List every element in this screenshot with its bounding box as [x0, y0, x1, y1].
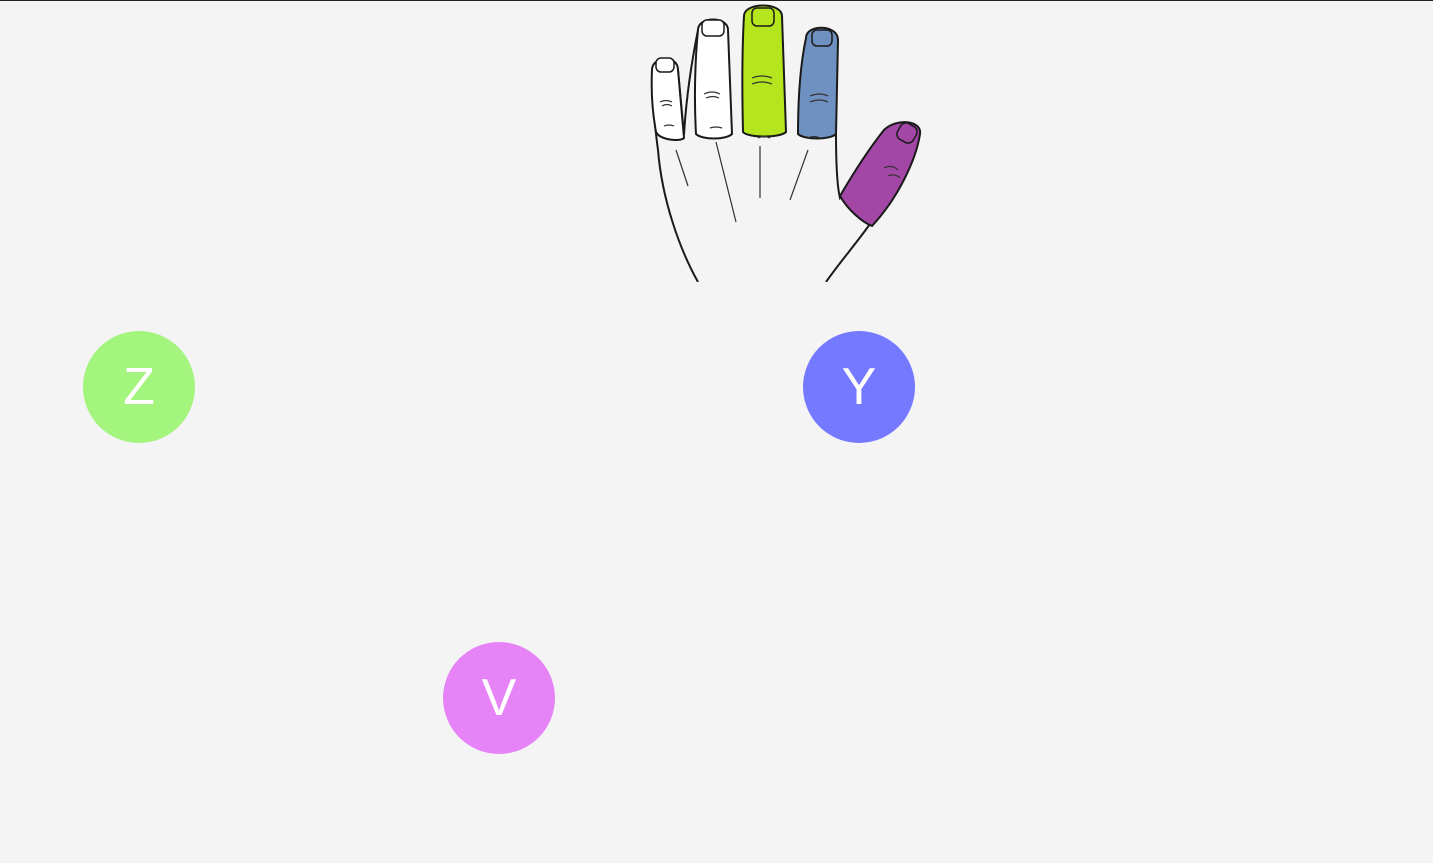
index-nail — [811, 29, 833, 47]
key-circle-v[interactable]: V — [443, 642, 555, 754]
palm-lines — [675, 141, 809, 223]
knuckle-creases — [659, 75, 901, 179]
index-finger — [796, 26, 840, 140]
thumb-nail — [896, 122, 918, 144]
ring-finger — [693, 18, 734, 140]
pinky-nail — [655, 57, 675, 73]
key-circle-z[interactable]: Z — [83, 331, 195, 443]
thumb — [838, 121, 922, 228]
key-circle-y[interactable]: Y — [803, 331, 915, 443]
top-border-line — [0, 0, 1433, 1]
middle-nail — [751, 7, 775, 27]
left-hand-finger-guide-icon — [650, 4, 922, 282]
ring-nail — [701, 19, 725, 37]
